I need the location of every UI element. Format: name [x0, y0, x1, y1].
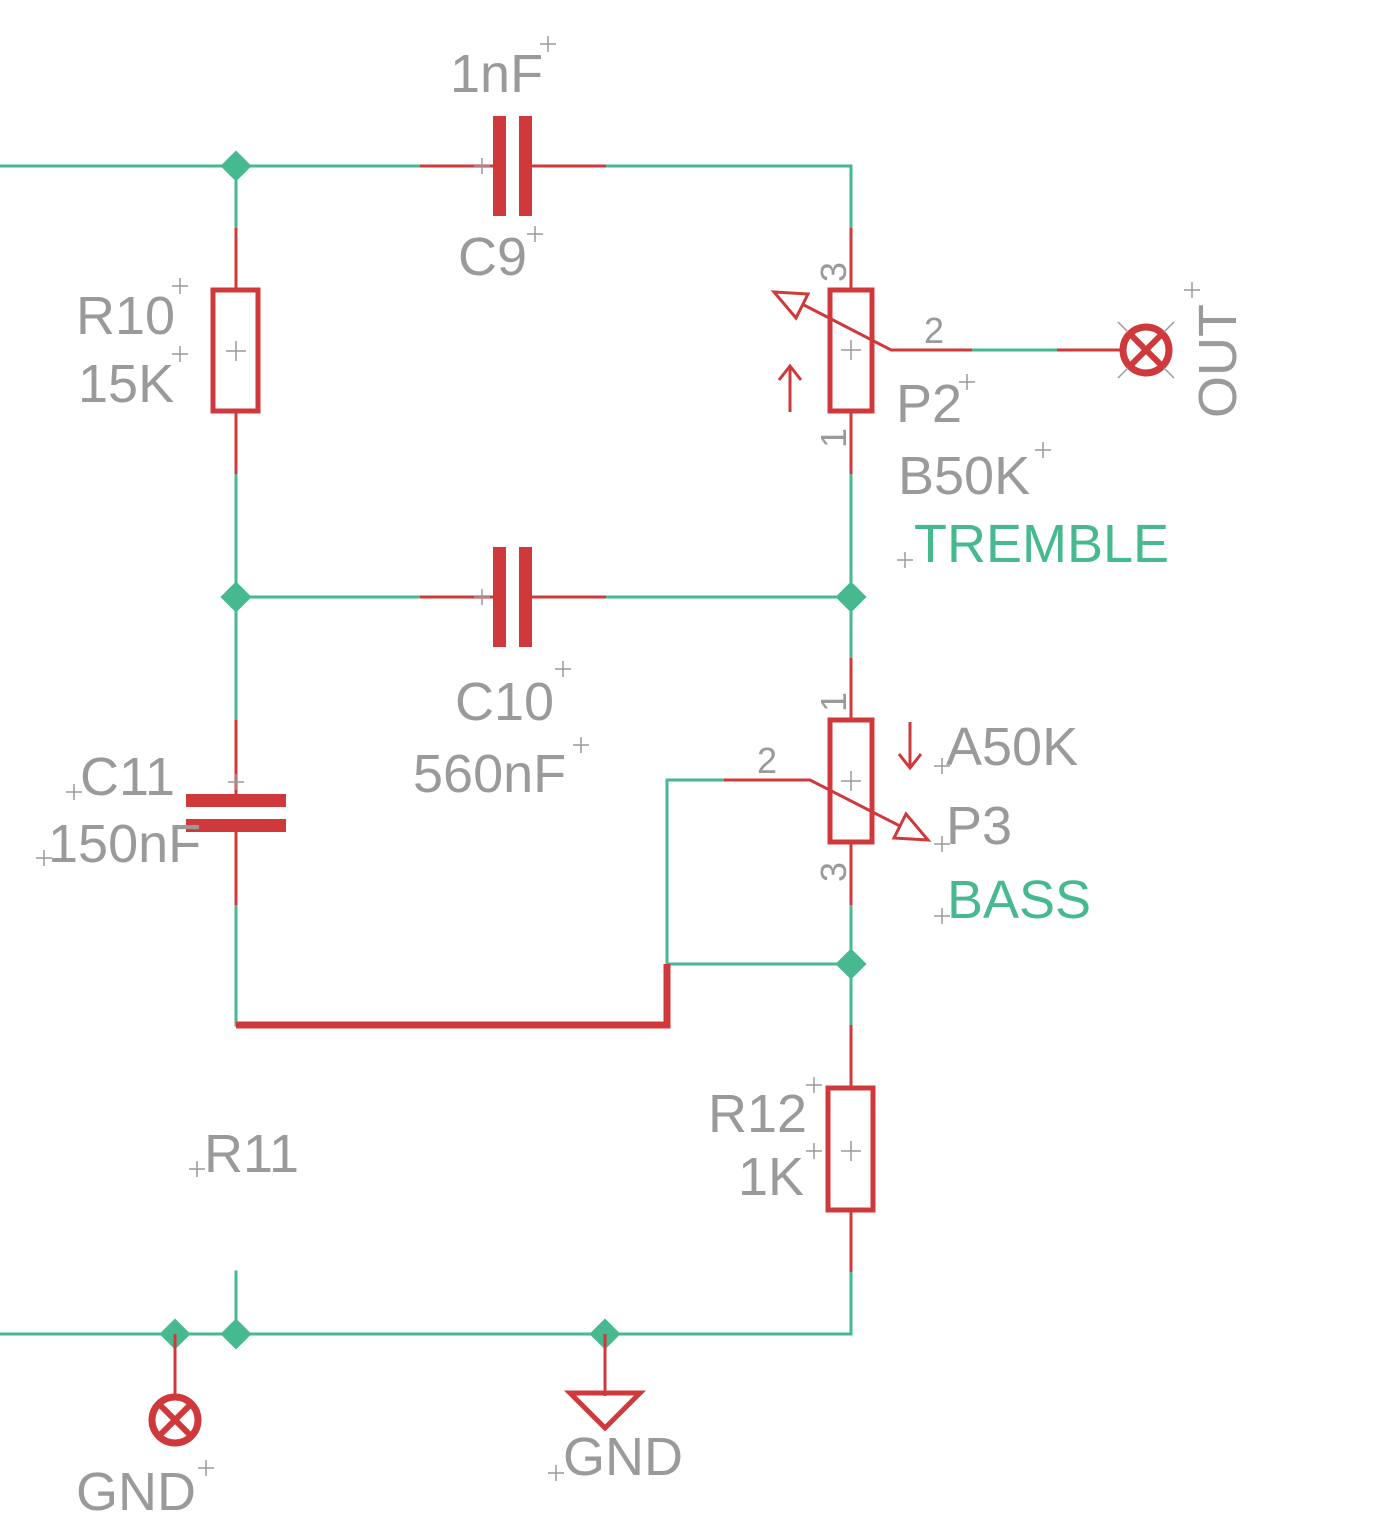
gnd-pad-label: GND [76, 1462, 196, 1522]
potentiometer-p3[interactable]: 1 3 2 A50K P3 [724, 658, 1078, 905]
connector-gnd[interactable]: GND [76, 1334, 214, 1522]
wire-c9-to-p2 [604, 164, 853, 230]
r12-value: 1K [738, 1147, 804, 1207]
p3-name: P3 [946, 796, 1012, 856]
ground-symbol[interactable]: GND [548, 1334, 683, 1487]
junction-dot [835, 581, 867, 613]
resistor-r11[interactable]: R11 [189, 1124, 299, 1184]
wire-p3-wiper [665, 778, 853, 966]
resistor-r12[interactable]: R12 1K [708, 1025, 876, 1272]
c11-name: C11 [80, 747, 175, 807]
ground-label: GND [563, 1427, 683, 1487]
c9-value: 1nF [450, 44, 543, 104]
p3-pin1-label: 1 [813, 692, 854, 712]
p2-pin3-label: 3 [813, 262, 854, 282]
capacitor-c10[interactable]: C10 560nF [413, 547, 606, 804]
ground-icon [563, 1390, 647, 1432]
c9-name: C9 [458, 227, 527, 287]
r12-name: R12 [708, 1084, 807, 1144]
p2-name: P2 [896, 374, 962, 434]
p2-pin1-label: 1 [813, 428, 854, 448]
capacitor-c11[interactable]: C11 150nF [36, 720, 286, 905]
p3-value: A50K [946, 717, 1078, 777]
c11-value: 150nF [48, 814, 201, 874]
r11-name: R11 [204, 1124, 299, 1184]
pad-cross-icon [148, 1393, 202, 1447]
p2-value: B50K [898, 446, 1030, 506]
net-label-tremble: TREMBLE [914, 514, 1169, 574]
c10-value: 560nF [413, 744, 566, 804]
wires [0, 164, 1059, 1336]
r10-value: 15K [78, 354, 174, 414]
resistor-r10[interactable]: R10 15K [76, 228, 261, 474]
p2-pin2-label: 2 [924, 310, 944, 351]
trace-c11-to-p3 [236, 964, 671, 1029]
wire-r12-bottom [0, 1270, 853, 1336]
junction-dot [220, 1318, 252, 1350]
p3-pin3-label: 3 [813, 862, 854, 882]
r10-name: R10 [76, 286, 175, 346]
capacitor-c9[interactable]: 1nF C9 [420, 36, 606, 287]
net-label-bass: BASS [947, 870, 1091, 930]
p3-pin2-label: 2 [757, 740, 777, 781]
junction-dot [835, 948, 867, 980]
out-label: OUT [1188, 304, 1248, 418]
pad-cross-icon [1119, 323, 1173, 377]
connector-out[interactable]: OUT [1057, 282, 1248, 418]
c10-name: C10 [455, 672, 554, 732]
junction-dot [220, 150, 252, 182]
junction-dot [220, 581, 252, 613]
potentiometer-p2[interactable]: 3 1 2 P2 B50K [770, 228, 1051, 506]
